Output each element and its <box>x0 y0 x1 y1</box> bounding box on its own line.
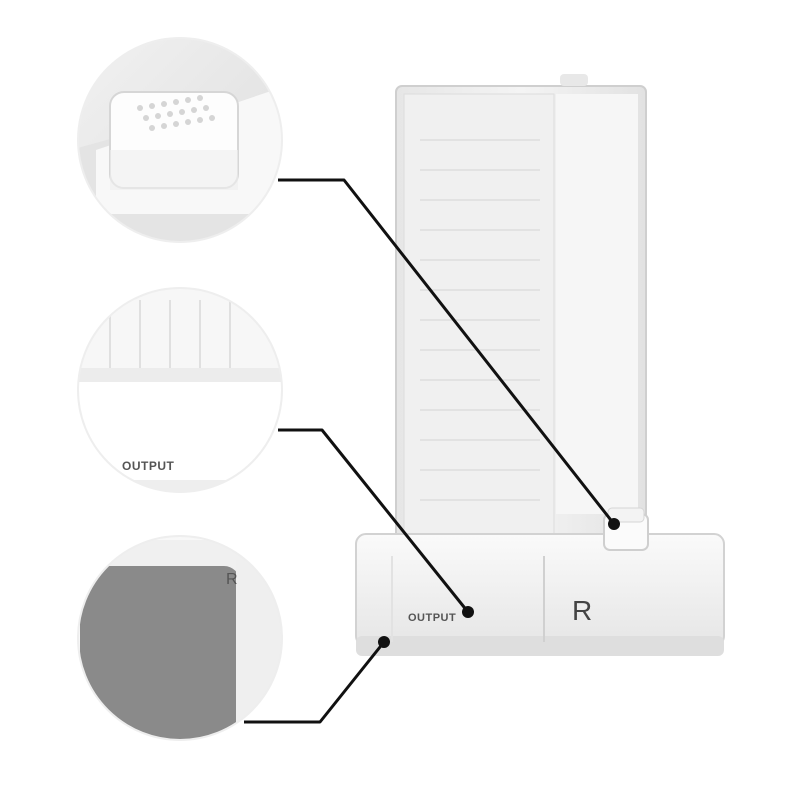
dot-push-button <box>608 518 620 530</box>
callout-output-caption: OUTPUT <box>122 459 175 473</box>
callout-logo-glyph: R <box>226 571 238 588</box>
button-texture-dots <box>137 95 215 131</box>
translucent-lid <box>395 74 647 553</box>
callout-output-slot: OUTPUT <box>77 287 283 493</box>
leader-line-side-corner <box>244 641 386 724</box>
leader-lines <box>244 178 616 724</box>
leader-line-push-button <box>278 178 616 525</box>
callout-push-button <box>77 37 283 243</box>
push-button <box>603 507 649 551</box>
stacked-contents <box>420 139 540 501</box>
leader-dots <box>378 518 620 648</box>
leader-line-output-slot <box>278 428 470 613</box>
output-label: OUTPUT <box>408 612 456 624</box>
dot-output-slot <box>462 606 474 618</box>
callout-side-corner: R <box>77 535 283 741</box>
logo-glyph: R <box>572 595 592 626</box>
dispenser-product: OUTPUT R <box>355 74 725 656</box>
dot-side-corner <box>378 636 390 648</box>
dispenser-base: OUTPUT R <box>355 533 725 656</box>
